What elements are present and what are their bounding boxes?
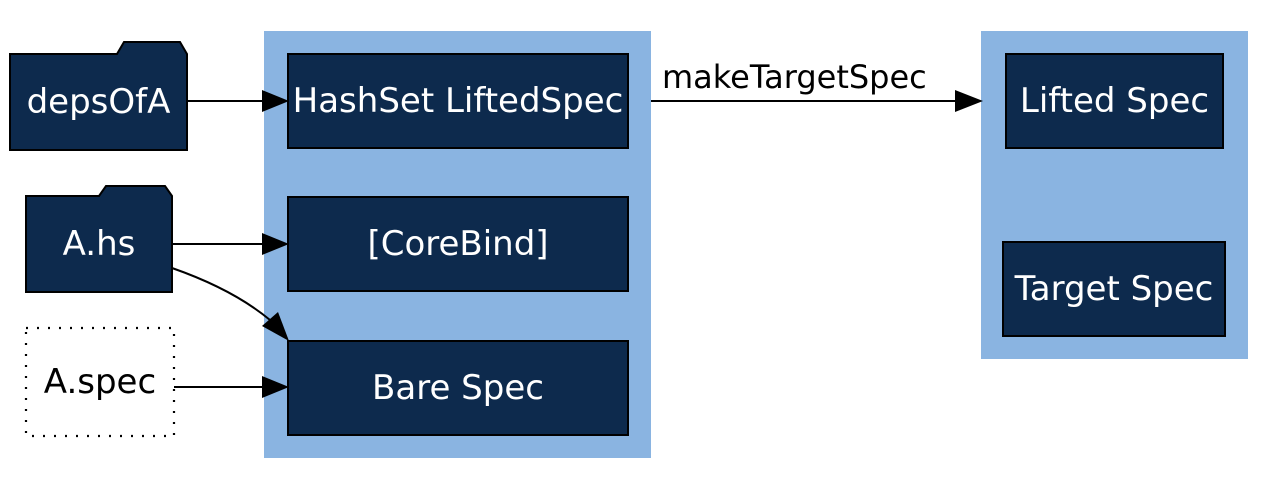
node-lifted-spec-label: Lifted Spec <box>1019 81 1210 121</box>
edge-source-to-bare <box>171 267 271 321</box>
node-bare-spec-label: Bare Spec <box>372 368 544 408</box>
node-target-spec-label: Target Spec <box>1014 269 1214 309</box>
arrowhead-source-to-bare <box>262 312 289 341</box>
node-hashset-lifted: HashSet LiftedSpec <box>287 53 629 149</box>
node-lifted-spec: Lifted Spec <box>1005 53 1224 149</box>
node-corebind-label: [CoreBind] <box>367 224 549 264</box>
folder-shape-deps <box>9 41 188 151</box>
edge-label-make-target-spec: makeTargetSpec <box>662 58 927 96</box>
arrowhead-deps-to-lifted <box>262 90 289 112</box>
node-spec-file: A.spec <box>26 328 174 436</box>
dotted-box-spec-file <box>24 326 176 438</box>
arrowhead-source-to-core <box>262 233 289 255</box>
arrowhead-spec-to-bare <box>262 376 289 398</box>
node-corebind: [CoreBind] <box>287 196 629 292</box>
node-deps: depsOfA <box>10 54 187 150</box>
node-source: A.hs <box>26 196 172 292</box>
node-hashset-lifted-label: HashSet LiftedSpec <box>292 81 624 121</box>
node-bare-spec: Bare Spec <box>287 340 629 436</box>
node-target-spec: Target Spec <box>1002 241 1226 337</box>
node-deps-label: depsOfA <box>26 82 171 122</box>
node-spec-file-label: A.spec <box>43 362 157 402</box>
folder-shape-source <box>25 185 173 293</box>
node-source-label: A.hs <box>62 224 136 264</box>
arrowhead-lifted-to-lifted <box>955 90 983 112</box>
